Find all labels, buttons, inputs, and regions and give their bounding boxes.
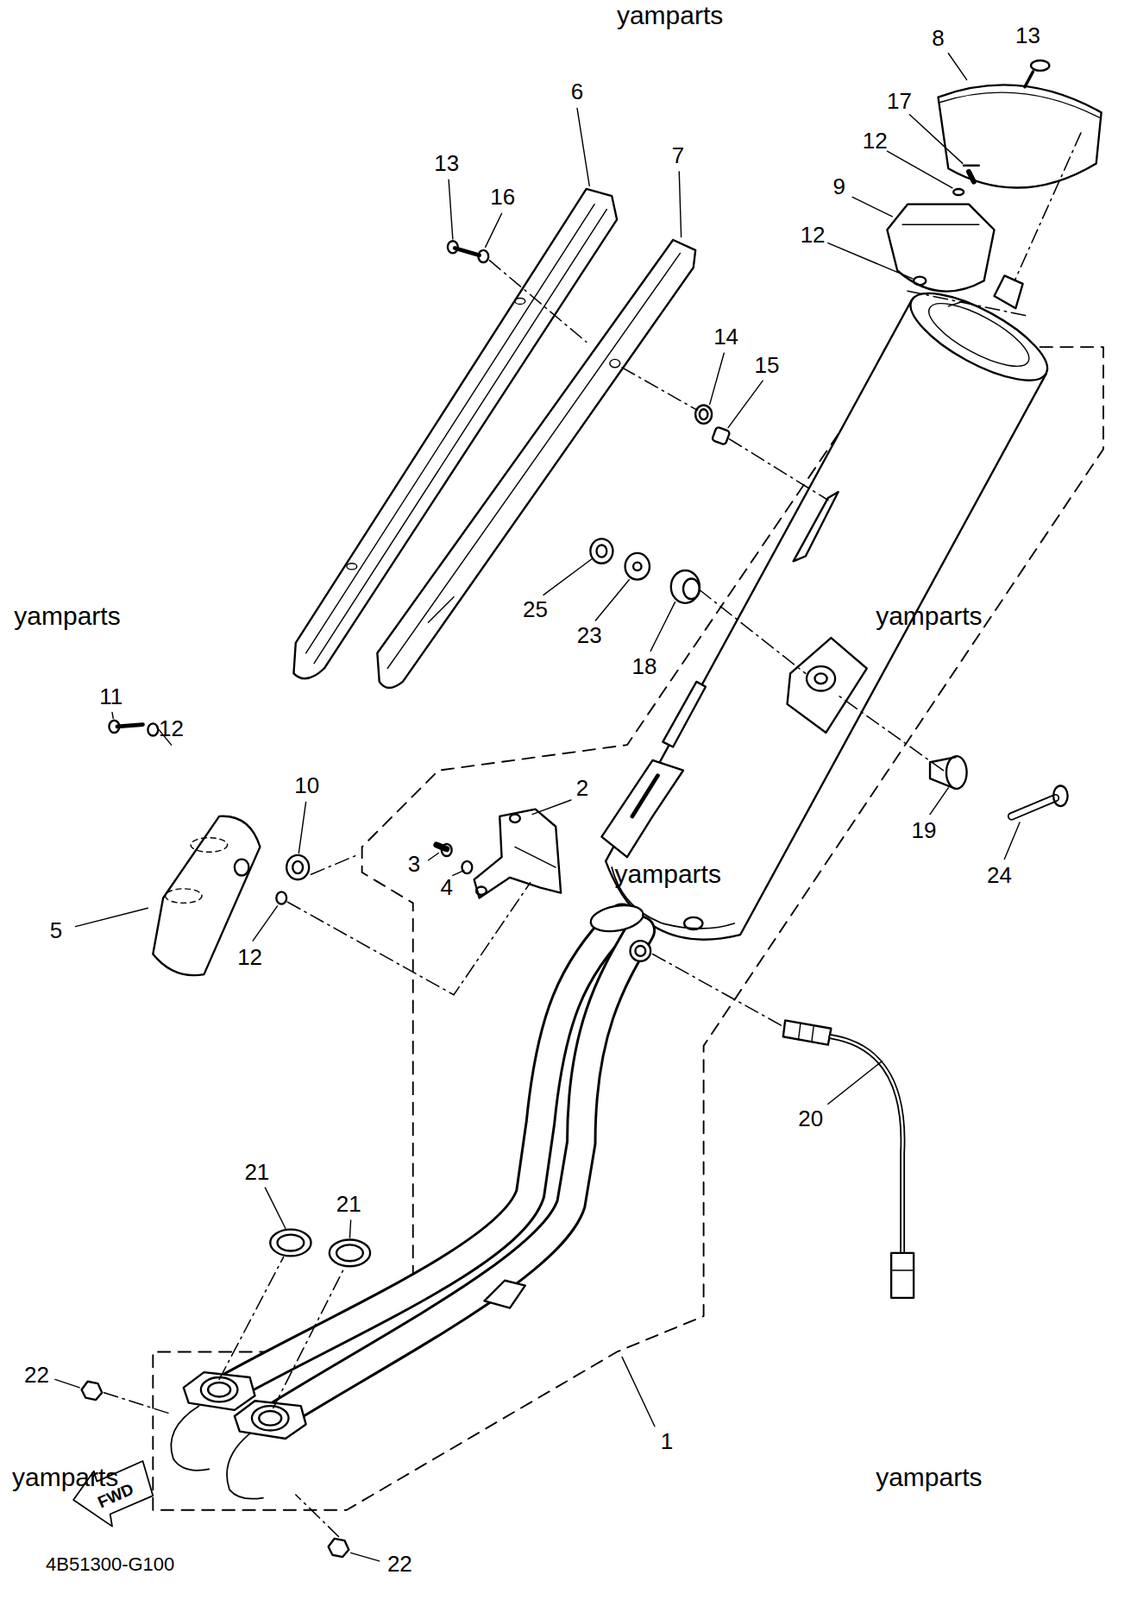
callout-number: 24 [986,863,1012,886]
watermark: yamparts [13,603,120,629]
callout-number: 21 [336,1192,362,1215]
watermark: yamparts [875,603,982,629]
callout-number: 7 [672,144,685,167]
watermark: yamparts [12,1463,119,1490]
callout-number: 23 [577,623,603,647]
watermark: yamparts [616,2,723,29]
callout-number: 12 [800,223,826,246]
callout-number: 18 [632,654,658,678]
callout-number: 5 [50,918,63,942]
oxygen-sensor [783,1019,914,1298]
callout-number: 8 [931,26,944,50]
callout-number: 12 [158,716,184,740]
callout-number: 4 [440,875,453,899]
figure-code: 4B51300-G100 [45,1554,175,1574]
leader-lines [55,53,1020,1561]
callout-number: 21 [244,1160,270,1183]
callout-number: 12 [237,945,263,968]
callout-number: 16 [489,185,516,208]
watermark: yamparts [615,860,722,887]
callout-number: 19 [910,818,936,842]
callout-number: 22 [387,1551,413,1575]
callout-number: 1 [660,1429,673,1452]
callout-number: 20 [797,1106,823,1130]
callout-number: 6 [571,80,584,103]
callout-number: 13 [433,151,459,175]
end-cap [937,60,1101,189]
callout-number: 11 [99,684,123,708]
callout-number: 15 [753,353,779,377]
callout-number: 25 [522,597,548,621]
callout-number: 10 [294,773,320,797]
bracket [474,809,561,899]
callout-number: 22 [24,1363,50,1386]
callout-number: 12 [862,129,888,152]
head-pipes [170,901,651,1499]
end-plate [886,165,994,292]
callout-number: 13 [1015,24,1041,47]
callout-number: 14 [713,325,739,348]
watermark: yamparts [875,1463,982,1490]
small-parts [81,240,1068,1557]
callout-number: 17 [886,89,912,113]
callout-number: 2 [576,776,589,799]
heat-shield-inner [376,239,696,688]
guide-lines [104,132,1081,1537]
muffler [601,275,1059,939]
callout-number: 3 [408,852,421,875]
callout-number: 9 [833,175,846,198]
